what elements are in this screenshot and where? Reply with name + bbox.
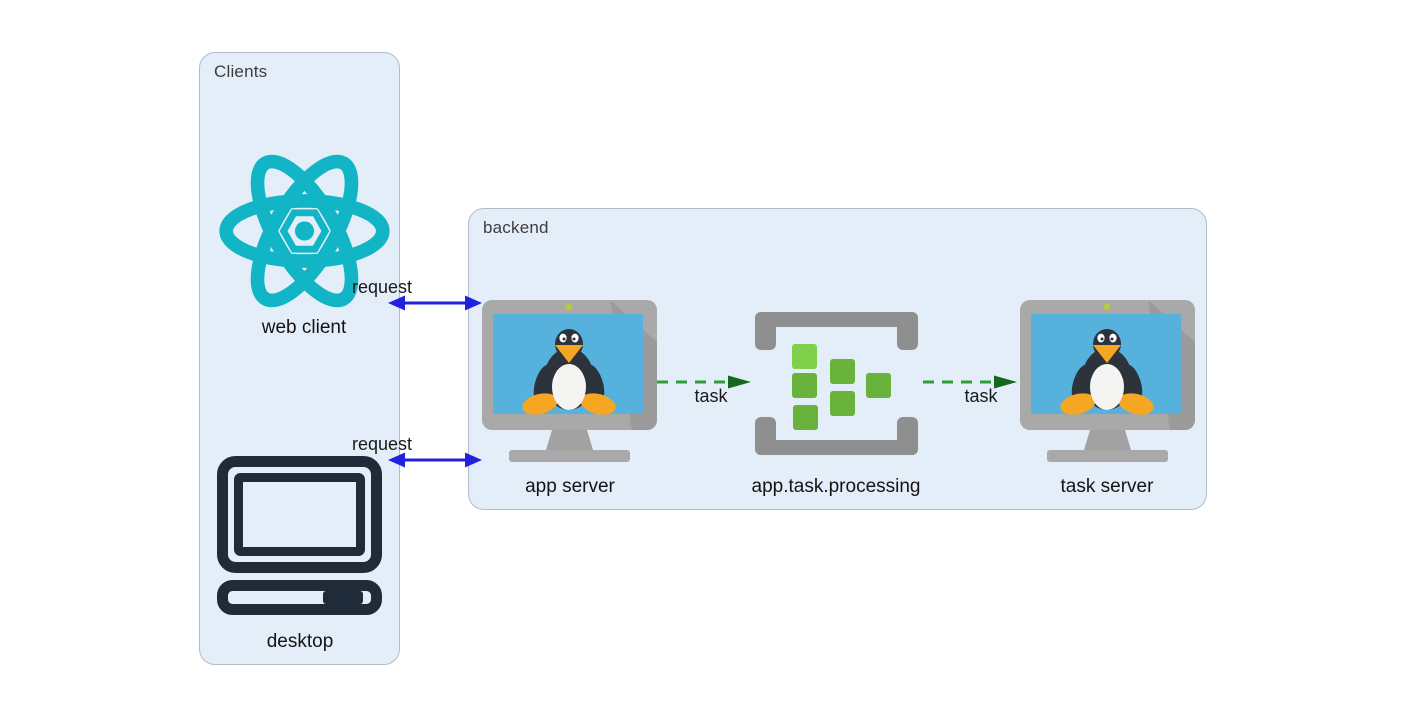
app-server-label: app server [525, 476, 615, 497]
app-task-arrow[interactable] [655, 373, 751, 391]
desktop-label: desktop [266, 631, 334, 652]
desktop-request-label: request [352, 434, 413, 454]
task-queue-icon [755, 312, 918, 455]
double-arrow-icon [388, 294, 482, 312]
queue-task-label: task [964, 386, 998, 406]
web-client-label: web client [261, 317, 347, 338]
react-icon [218, 150, 391, 312]
clients-group-label: Clients [214, 62, 268, 81]
task-queue-node[interactable] [755, 312, 918, 455]
double-arrow-icon [388, 451, 482, 469]
backend-group-label: backend [483, 218, 549, 237]
app-server-node[interactable] [482, 300, 657, 462]
web-request-label: request [352, 277, 413, 297]
queue-task-arrow[interactable] [921, 373, 1017, 391]
task-server-node[interactable] [1020, 300, 1195, 462]
app-task-label: task [694, 386, 728, 406]
web-request-arrow[interactable] [388, 294, 482, 312]
web-client-node[interactable] [218, 150, 391, 312]
task-server-label: task server [1060, 476, 1154, 497]
desktop-request-arrow[interactable] [388, 451, 482, 469]
dashed-arrow-icon [921, 373, 1017, 391]
linux-monitor-icon [1020, 300, 1195, 462]
desktop-icon [217, 456, 382, 616]
desktop-node[interactable] [217, 456, 382, 616]
task-queue-label: app.task.processing [751, 476, 921, 497]
dashed-arrow-icon [655, 373, 751, 391]
linux-monitor-icon [482, 300, 657, 462]
